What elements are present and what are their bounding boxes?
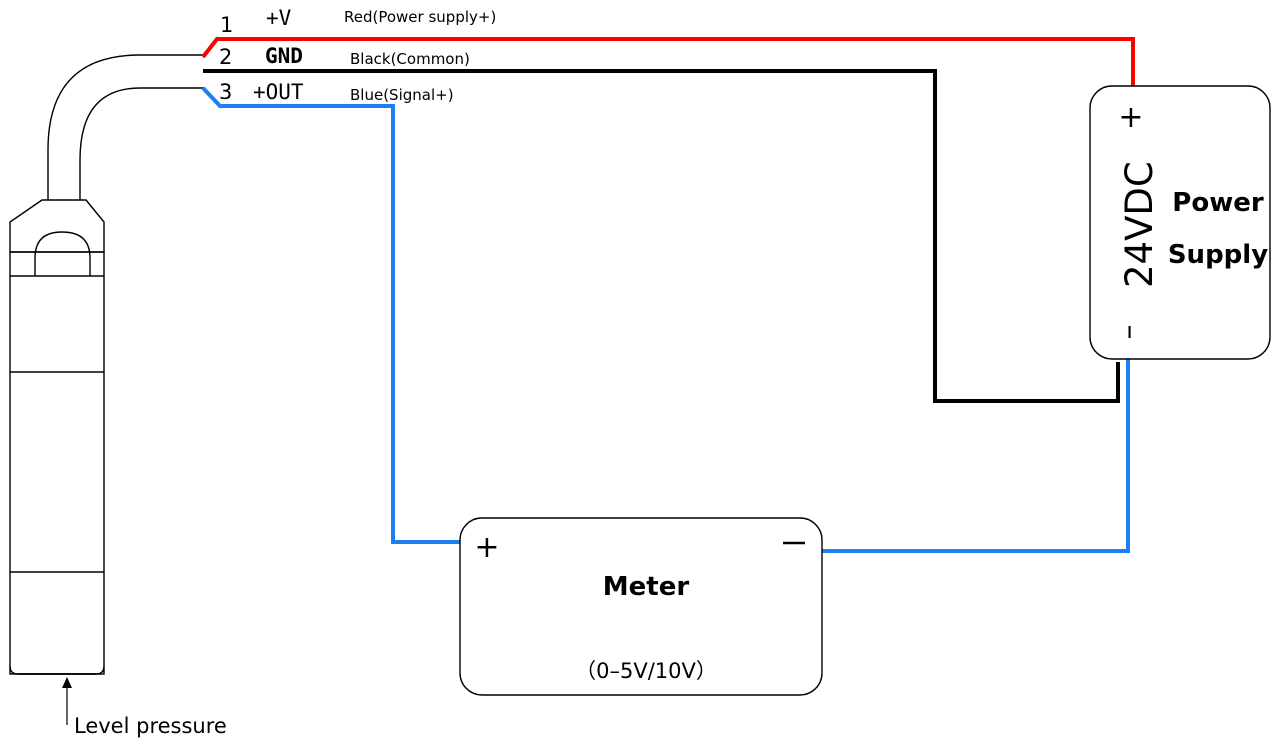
pin-3-signal: +OUT: [253, 80, 304, 104]
power-supply-title-line1: Power: [1172, 188, 1264, 218]
sensor-body: [9, 251, 105, 675]
sensor-cable: [47, 54, 205, 200]
level-sensor: [9, 54, 205, 675]
pin-1-number: 1: [220, 13, 233, 37]
meter-title: Meter: [603, 572, 690, 602]
wire-labels: 1 +V Red(Power supply+) 2 GND Black(Comm…: [219, 6, 496, 104]
power-supply-voltage: 24VDC: [1118, 161, 1161, 288]
pin-2-desc: Black(Common): [350, 50, 470, 68]
pin-1-signal: +V: [266, 6, 292, 30]
meter-plus: +: [474, 530, 499, 565]
power-supply: + – 24VDC Power Supply: [1089, 85, 1271, 360]
meter-box: [459, 517, 823, 696]
power-supply-plus: +: [1118, 100, 1143, 135]
pin-2-signal: GND: [265, 44, 303, 68]
black-wire: [203, 69, 1120, 403]
power-supply-box: [1089, 85, 1271, 360]
blue-wire-return: [820, 357, 1130, 553]
power-supply-minus: –: [1113, 325, 1148, 340]
red-wire: [201, 37, 1135, 90]
meter: + Meter （0–5V/10V）: [459, 517, 823, 696]
pin-2-number: 2: [219, 45, 232, 69]
meter-range: （0–5V/10V）: [575, 659, 717, 683]
power-supply-title-line2: Supply: [1168, 240, 1268, 270]
sensor-cap: [9, 199, 105, 253]
sensor-cable-inner: [79, 87, 205, 200]
pressure-arrow: [62, 677, 72, 725]
pin-3-desc: Blue(Signal+): [350, 86, 454, 104]
blue-wire-signal: [201, 86, 463, 544]
pin-3-number: 3: [219, 80, 232, 104]
sensor-cap-hump: [34, 231, 91, 276]
level-pressure-label: Level pressure: [74, 714, 227, 738]
pin-1-desc: Red(Power supply+): [344, 8, 496, 26]
sensor-tip: [9, 665, 105, 675]
